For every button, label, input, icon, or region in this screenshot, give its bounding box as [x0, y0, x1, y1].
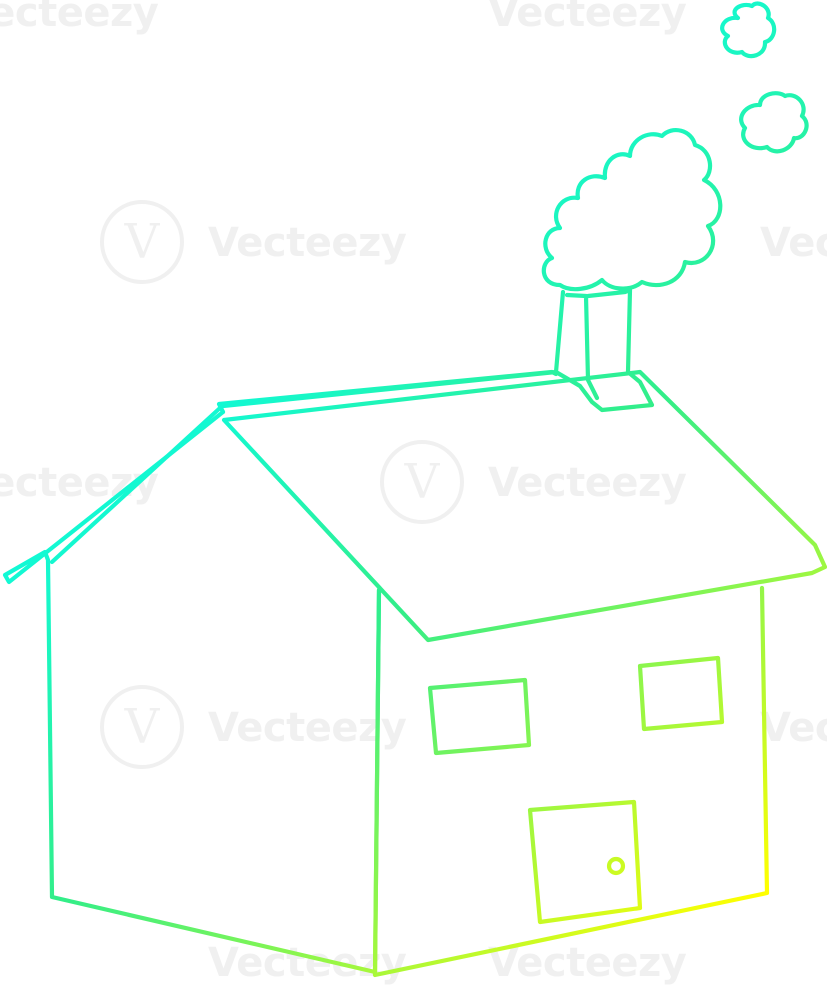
window-left — [427, 677, 532, 756]
door — [527, 799, 643, 925]
door-knob — [606, 856, 626, 876]
smoke-puff-small — [720, 1, 777, 59]
house-left-gable-inner — [49, 405, 223, 565]
smoke-cloud-large — [541, 127, 723, 292]
smoke-puff-medium — [739, 91, 809, 154]
house-left-wall — [2, 409, 382, 975]
chimney-body — [564, 287, 633, 401]
front-wall — [372, 585, 770, 978]
window-right — [637, 655, 725, 732]
roof-outline — [216, 369, 827, 643]
chimney-left-post — [553, 289, 655, 413]
roof-ridge — [220, 369, 559, 409]
